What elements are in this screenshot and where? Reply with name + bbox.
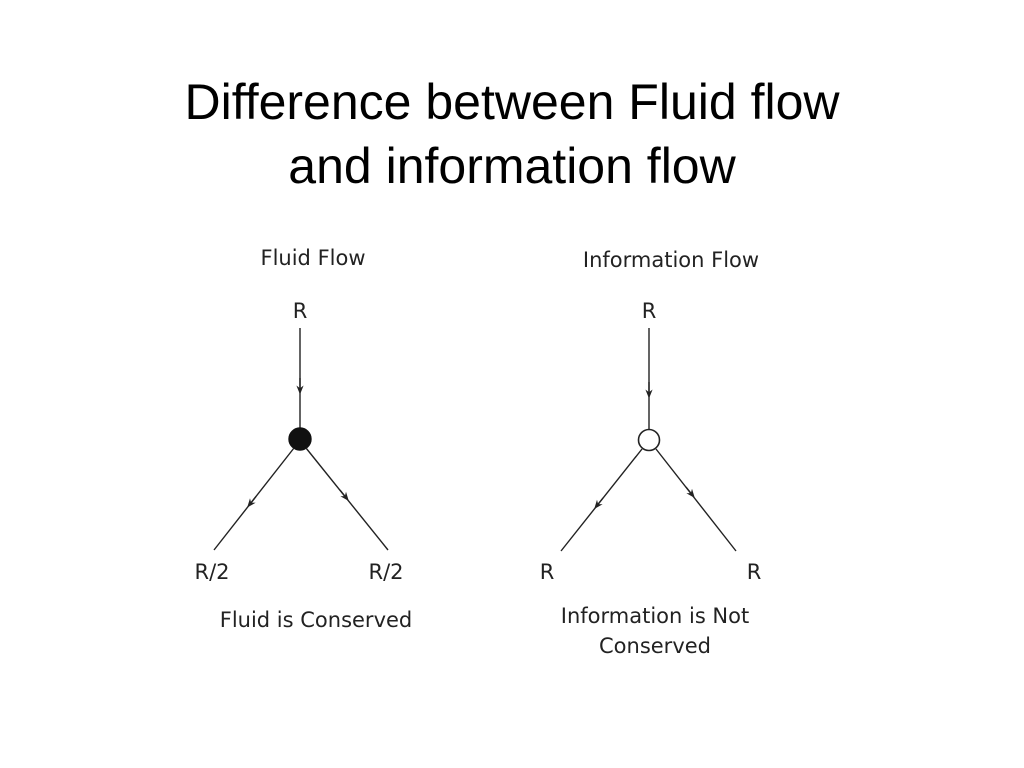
information-flow-panel: Information Flow R R R Information is No… bbox=[540, 248, 762, 658]
fluid-right-branch bbox=[305, 447, 389, 551]
fluid-right-arrow bbox=[339, 489, 349, 502]
fluid-left-arrow bbox=[247, 496, 257, 508]
information-output-right-label: R bbox=[747, 560, 762, 584]
fluid-flow-panel: Fluid Flow R R/2 R/2 Fluid is Conserved bbox=[194, 246, 412, 632]
slide-title-line-1: Difference between Fluid flow bbox=[184, 74, 840, 130]
slide-title: Difference between Fluid flow and inform… bbox=[0, 70, 1024, 198]
fluid-caption: Fluid is Conserved bbox=[220, 608, 413, 632]
information-flow-heading: Information Flow bbox=[583, 248, 759, 272]
information-output-left-label: R bbox=[540, 560, 555, 584]
fluid-input-label: R bbox=[293, 299, 308, 323]
slide-title-line-2: and information flow bbox=[288, 138, 736, 194]
information-junction-node bbox=[637, 428, 661, 452]
fluid-junction-node bbox=[288, 427, 312, 451]
information-right-branch bbox=[655, 448, 737, 552]
information-caption-line-2: Conserved bbox=[599, 634, 711, 658]
information-right-arrow bbox=[685, 486, 695, 499]
fluid-output-left-label: R/2 bbox=[194, 560, 229, 584]
information-caption-line-1: Information is Not bbox=[561, 604, 749, 628]
information-left-arrow bbox=[594, 497, 604, 510]
fluid-output-right-label: R/2 bbox=[368, 560, 403, 584]
fluid-flow-heading: Fluid Flow bbox=[261, 246, 366, 270]
information-input-label: R bbox=[642, 299, 657, 323]
